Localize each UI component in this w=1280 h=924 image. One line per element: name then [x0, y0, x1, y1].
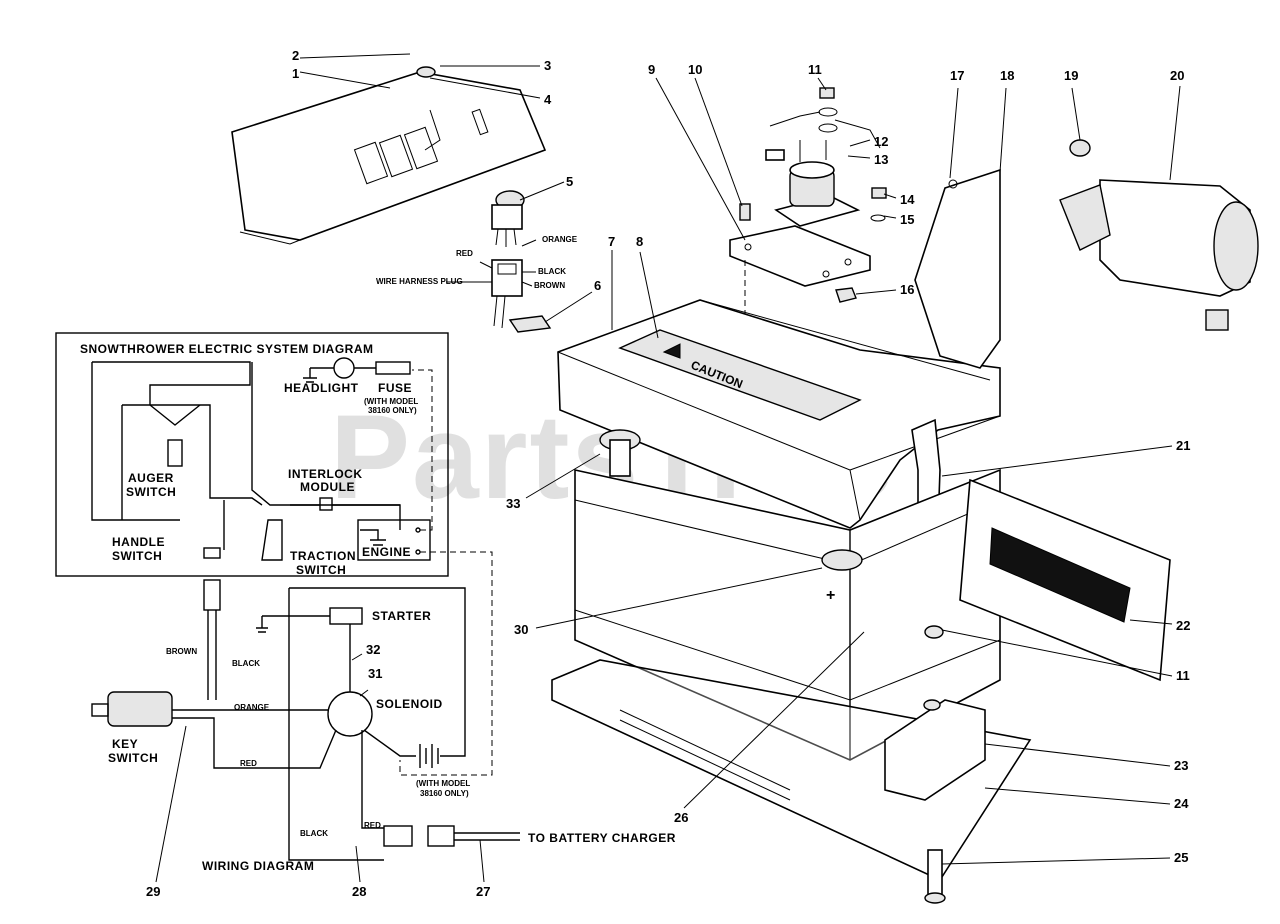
headlight-label: HEADLIGHT [284, 381, 359, 395]
solenoid-assembly [729, 87, 887, 350]
callout-11: 11 [808, 62, 822, 77]
terminal-30 [821, 549, 863, 571]
traction-label-2: SWITCH [296, 563, 346, 577]
terminal-33-post [609, 439, 631, 477]
electric-system-title: SNOWTHROWER ELECTRIC SYSTEM DIAGRAM [80, 342, 374, 356]
wire-orange: ORANGE [234, 703, 270, 712]
callout-17: 17 [950, 68, 964, 83]
wire-red-2: RED [364, 821, 381, 830]
fuse-label: FUSE [378, 381, 412, 395]
solenoid-label: SOLENOID [376, 697, 443, 711]
callout-6: 6 [594, 278, 601, 293]
leader-lines [155, 53, 1181, 883]
wire-red: RED [240, 759, 257, 768]
callout-27: 27 [476, 884, 490, 899]
model-top: 38160 ONLY) [368, 406, 417, 415]
wiring-diagram [91, 547, 520, 861]
callout-3: 3 [544, 58, 551, 73]
pad-22 [989, 527, 1131, 623]
handle-label-2: SWITCH [112, 549, 162, 563]
clip-part-6 [508, 315, 552, 333]
callout-16: 16 [900, 282, 914, 297]
callout-1: 1 [292, 66, 299, 81]
starter-label: STARTER [372, 609, 431, 623]
with-model-top: (WITH MODEL [364, 397, 418, 406]
wire-brown: BROWN [166, 647, 197, 656]
auger-label-1: AUGER [128, 471, 174, 485]
callout-33: 33 [506, 496, 520, 511]
callout-21: 21 [1176, 438, 1190, 453]
wiring-diagram-title: WIRING DIAGRAM [202, 859, 314, 873]
wire-harness-plug [491, 259, 523, 329]
callout-20: 20 [1170, 68, 1184, 83]
starter-motor [1059, 139, 1259, 331]
callout-23: 23 [1174, 758, 1188, 773]
callout-5: 5 [566, 174, 573, 189]
to-battery-charger-label: TO BATTERY CHARGER [528, 831, 676, 845]
callout-24: 24 [1174, 796, 1189, 811]
traction-label-1: TRACTION [290, 549, 356, 563]
callout-2: 2 [292, 48, 299, 63]
callout-28: 28 [352, 884, 366, 899]
callout-31: 31 [368, 666, 382, 681]
engine-label: ENGINE [362, 545, 411, 559]
battery-plus: + [826, 587, 835, 604]
key-label-1: KEY [112, 737, 138, 751]
model-bottom: 38160 ONLY) [420, 789, 469, 798]
callout-30: 30 [514, 622, 528, 637]
interlock-label-1: INTERLOCK [288, 467, 363, 481]
plug-orange: ORANGE [542, 235, 578, 244]
callout-8: 8 [636, 234, 643, 249]
plug-red: RED [456, 249, 473, 258]
battery: + [574, 468, 1001, 761]
plug-brown: BROWN [534, 281, 565, 290]
callout-15: 15 [900, 212, 914, 227]
wire-harness-plug-label: WIRE HARNESS PLUG [376, 277, 463, 286]
control-panel [231, 66, 547, 245]
nut-11 [924, 625, 944, 639]
callout-7: 7 [608, 234, 615, 249]
callout-13: 13 [874, 152, 888, 167]
interlock-label-2: MODULE [300, 480, 355, 494]
callout-12: 12 [874, 134, 888, 149]
auger-label-2: SWITCH [126, 485, 176, 499]
callout-10: 10 [688, 62, 702, 77]
callout-22: 22 [1176, 618, 1190, 633]
battery-tray [551, 659, 1032, 882]
bolt-25 [927, 849, 943, 899]
electric-system-box [55, 332, 449, 577]
key-switch-part [491, 190, 525, 247]
callout-29: 29 [146, 884, 160, 899]
key-label-2: SWITCH [108, 751, 158, 765]
electric-schematic [91, 357, 433, 561]
callout-25: 25 [1174, 850, 1188, 865]
with-model-bottom: (WITH MODEL [416, 779, 470, 788]
callout-numbers: 2 1 3 4 5 6 7 8 9 10 11 12 13 14 15 16 1… [146, 48, 1190, 899]
wire-black: BLACK [232, 659, 260, 668]
plug-black: BLACK [538, 267, 566, 276]
callout-4: 4 [544, 92, 552, 107]
callout-11b: 11 [1176, 668, 1190, 683]
bracket-18 [914, 168, 1001, 369]
callout-19: 19 [1064, 68, 1078, 83]
wire-black-2: BLACK [300, 829, 328, 838]
callout-32: 32 [366, 642, 380, 657]
callout-9: 9 [648, 62, 655, 77]
callout-26: 26 [674, 810, 688, 825]
handle-label-1: HANDLE [112, 535, 165, 549]
clamp-23 [884, 699, 986, 801]
callout-14: 14 [900, 192, 915, 207]
callout-18: 18 [1000, 68, 1014, 83]
battery-cover: CAUTION [557, 299, 1001, 529]
